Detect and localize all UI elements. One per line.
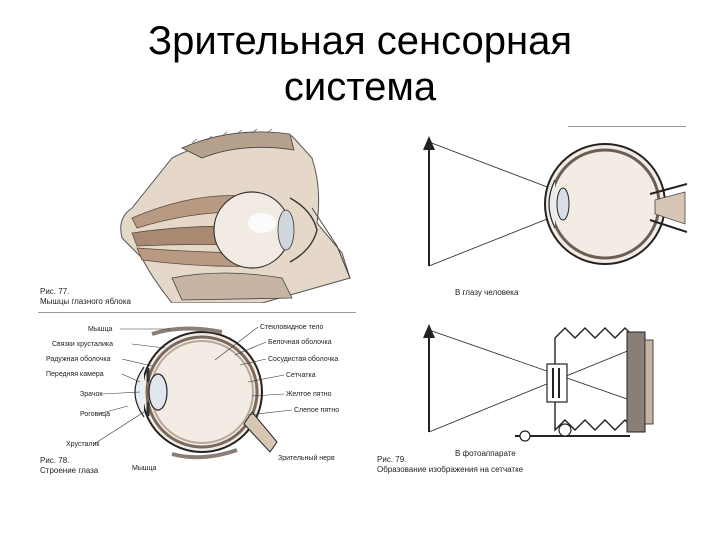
- fig79-caption-number: Рис. 79.: [377, 455, 407, 464]
- fig77-caption-number: Рис. 77.: [40, 287, 70, 296]
- label-lens: Хрусталик: [66, 441, 100, 448]
- fig78-caption-number: Рис. 78.: [40, 456, 70, 465]
- camera-image-formation: [423, 324, 654, 442]
- eye-cross-section: [134, 326, 278, 460]
- label-muscle-top: Мышца: [88, 326, 113, 333]
- label-choroid: Сосудистая оболочка: [268, 356, 339, 363]
- eye-muscles-illustration: [112, 128, 356, 303]
- label-lens-ligaments: Связки хрусталика: [52, 341, 113, 348]
- fig79-caption-text: Образование изображения на сетчатке: [377, 465, 524, 474]
- label-anterior-chamber: Передняя камера: [46, 371, 104, 378]
- label-in-camera: В фотоаппарате: [455, 449, 516, 458]
- slide-title: Зрительная сенсорная система: [0, 18, 720, 110]
- label-in-human-eye: В глазу человека: [455, 288, 519, 297]
- label-sclera: Белочная оболочка: [268, 339, 332, 346]
- fig78-caption-text: Строение глаза: [40, 466, 99, 475]
- title-line-2: система: [283, 65, 437, 109]
- label-pupil: Зрачок: [80, 391, 103, 398]
- label-muscle-bottom: Мышца: [132, 465, 157, 472]
- label-iris: Радужная оболочка: [46, 356, 111, 363]
- title-line-1: Зрительная сенсорная: [147, 19, 573, 63]
- label-macula: Желтое пятно: [286, 391, 332, 398]
- top-right-rule: [568, 126, 686, 127]
- fig78-leader-lines: [93, 326, 293, 445]
- label-cornea: Роговица: [80, 411, 111, 418]
- fig77-caption-text: Мышцы глазного яблока: [40, 297, 131, 306]
- label-blind-spot: Слепое пятно: [294, 407, 340, 414]
- eye-image-formation: [423, 136, 687, 267]
- label-vitreous-body: Стекловидное тело: [260, 324, 324, 331]
- divider-line: [38, 312, 356, 313]
- label-retina: Сетчатка: [286, 372, 316, 379]
- label-optic-nerve: Зрительный нерв: [278, 455, 335, 462]
